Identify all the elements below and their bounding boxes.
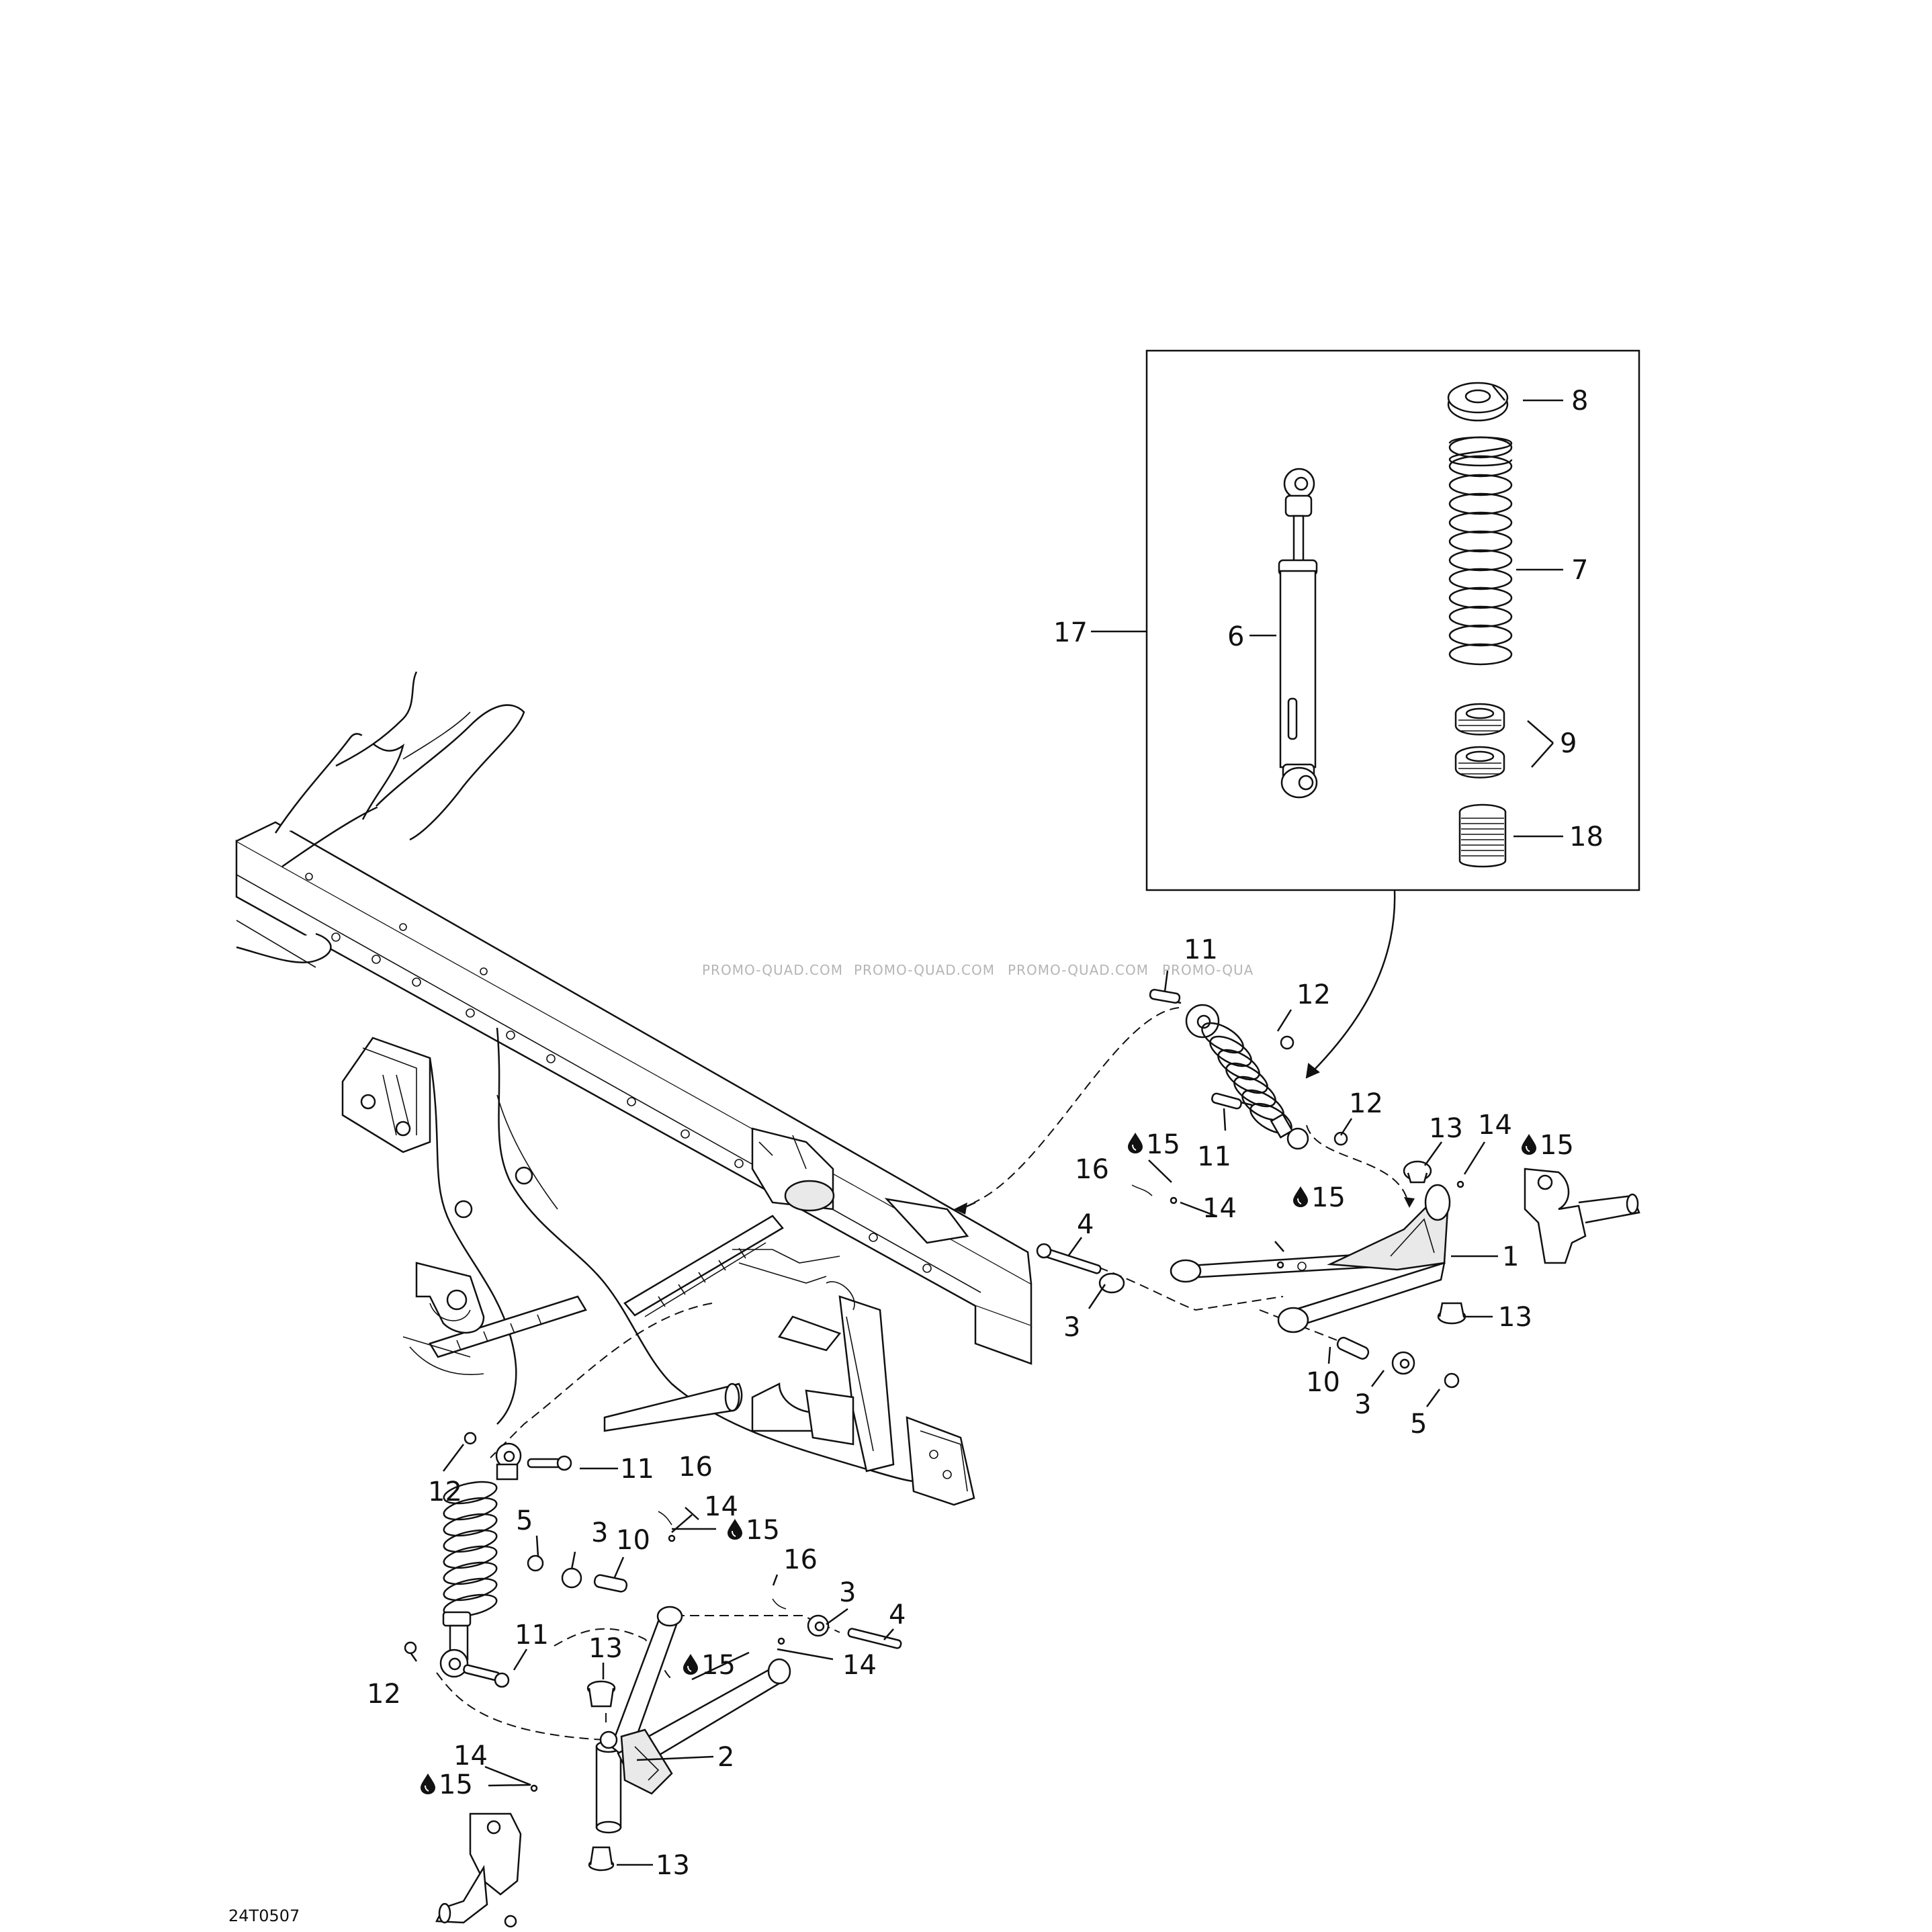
callout-15: 15 xyxy=(1146,1129,1180,1160)
callout-14: 14 xyxy=(453,1741,488,1771)
upper-a-arm-part xyxy=(1170,1184,1451,1333)
threaded-sleeve-part xyxy=(1458,803,1507,868)
shock-assembly-inset: 8 7 9 18 6 17 xyxy=(1053,349,1640,891)
lower-left-hardware xyxy=(435,1511,902,1928)
lower-shock-assembly xyxy=(404,1432,572,1688)
callout-3: 3 xyxy=(591,1518,608,1548)
callout-15: 15 xyxy=(701,1650,736,1681)
watermark-text: PROMO-QUA xyxy=(1162,962,1254,978)
spring-retainer-part xyxy=(1447,382,1509,422)
callout-15: 15 xyxy=(439,1769,473,1800)
callout-11: 11 xyxy=(1197,1141,1231,1172)
callout-15: 15 xyxy=(1311,1182,1346,1213)
shock-absorber-part xyxy=(1278,468,1318,799)
callout-7: 7 xyxy=(1571,555,1588,586)
leader-lines xyxy=(409,970,1498,1866)
grease-drop-icon xyxy=(420,1773,436,1795)
lower-a-arm-part xyxy=(595,1606,791,1834)
callout-12: 12 xyxy=(428,1477,462,1507)
callout-14: 14 xyxy=(1478,1110,1512,1141)
callout-14: 14 xyxy=(842,1650,877,1681)
callout-11: 11 xyxy=(1184,934,1218,965)
upper-shock-assembly xyxy=(1149,988,1348,1150)
callout-16: 16 xyxy=(1075,1154,1109,1185)
callout-14: 14 xyxy=(1202,1193,1237,1224)
callout-5: 5 xyxy=(1410,1409,1427,1440)
callout-1: 1 xyxy=(1502,1241,1519,1272)
grease-drop-icon xyxy=(1292,1186,1309,1208)
grease-drop-icon xyxy=(683,1653,699,1675)
watermark-text: PROMO-QUAD.COM xyxy=(702,962,843,978)
diagram-reference-code: 24T0507 xyxy=(228,1906,300,1925)
callout-10: 10 xyxy=(1306,1367,1340,1398)
watermark: PROMO-QUAD.COM PROMO-QUAD.COM PROMO-QUAD… xyxy=(702,962,1254,978)
callout-12: 12 xyxy=(1349,1088,1383,1119)
coil-spring-part xyxy=(1448,436,1513,666)
callout-3: 3 xyxy=(839,1577,856,1608)
callouts: 11 12 11 12 13 14 15 15 15 16 14 4 1 3 1… xyxy=(367,934,1574,1881)
callout-11: 11 xyxy=(515,1620,549,1651)
callout-13: 13 xyxy=(1429,1113,1463,1144)
callout-10: 10 xyxy=(616,1525,650,1556)
grease-drop-icon xyxy=(1127,1132,1143,1154)
callout-12: 12 xyxy=(367,1679,401,1710)
watermark-text: PROMO-QUAD.COM xyxy=(854,962,995,978)
callout-13: 13 xyxy=(1498,1302,1532,1333)
callout-12: 12 xyxy=(1297,979,1331,1010)
upper-right-hardware xyxy=(1036,1160,1640,1389)
callout-8: 8 xyxy=(1571,386,1588,416)
callout-5: 5 xyxy=(516,1505,533,1536)
callout-11: 11 xyxy=(620,1454,654,1485)
callout-15: 15 xyxy=(1540,1130,1574,1161)
watermark-text: PROMO-QUAD.COM xyxy=(1008,962,1149,978)
callout-13: 13 xyxy=(588,1633,623,1664)
callout-3: 3 xyxy=(1354,1389,1371,1420)
callout-13: 13 xyxy=(656,1850,690,1881)
vehicle-frame xyxy=(235,671,1033,1506)
callout-17: 17 xyxy=(1053,617,1088,648)
callout-4: 4 xyxy=(1077,1209,1094,1240)
callout-2: 2 xyxy=(717,1742,734,1773)
callout-3: 3 xyxy=(1063,1312,1080,1343)
callout-16: 16 xyxy=(783,1544,818,1575)
callout-15: 15 xyxy=(746,1515,780,1546)
callout-14: 14 xyxy=(704,1491,738,1522)
callout-16: 16 xyxy=(678,1452,713,1483)
grease-drop-icon xyxy=(1521,1133,1537,1155)
callout-18: 18 xyxy=(1569,822,1604,852)
adjuster-ring-part xyxy=(1454,703,1505,779)
callout-9: 9 xyxy=(1560,728,1577,759)
callout-4: 4 xyxy=(889,1599,906,1630)
callout-6: 6 xyxy=(1227,621,1244,652)
